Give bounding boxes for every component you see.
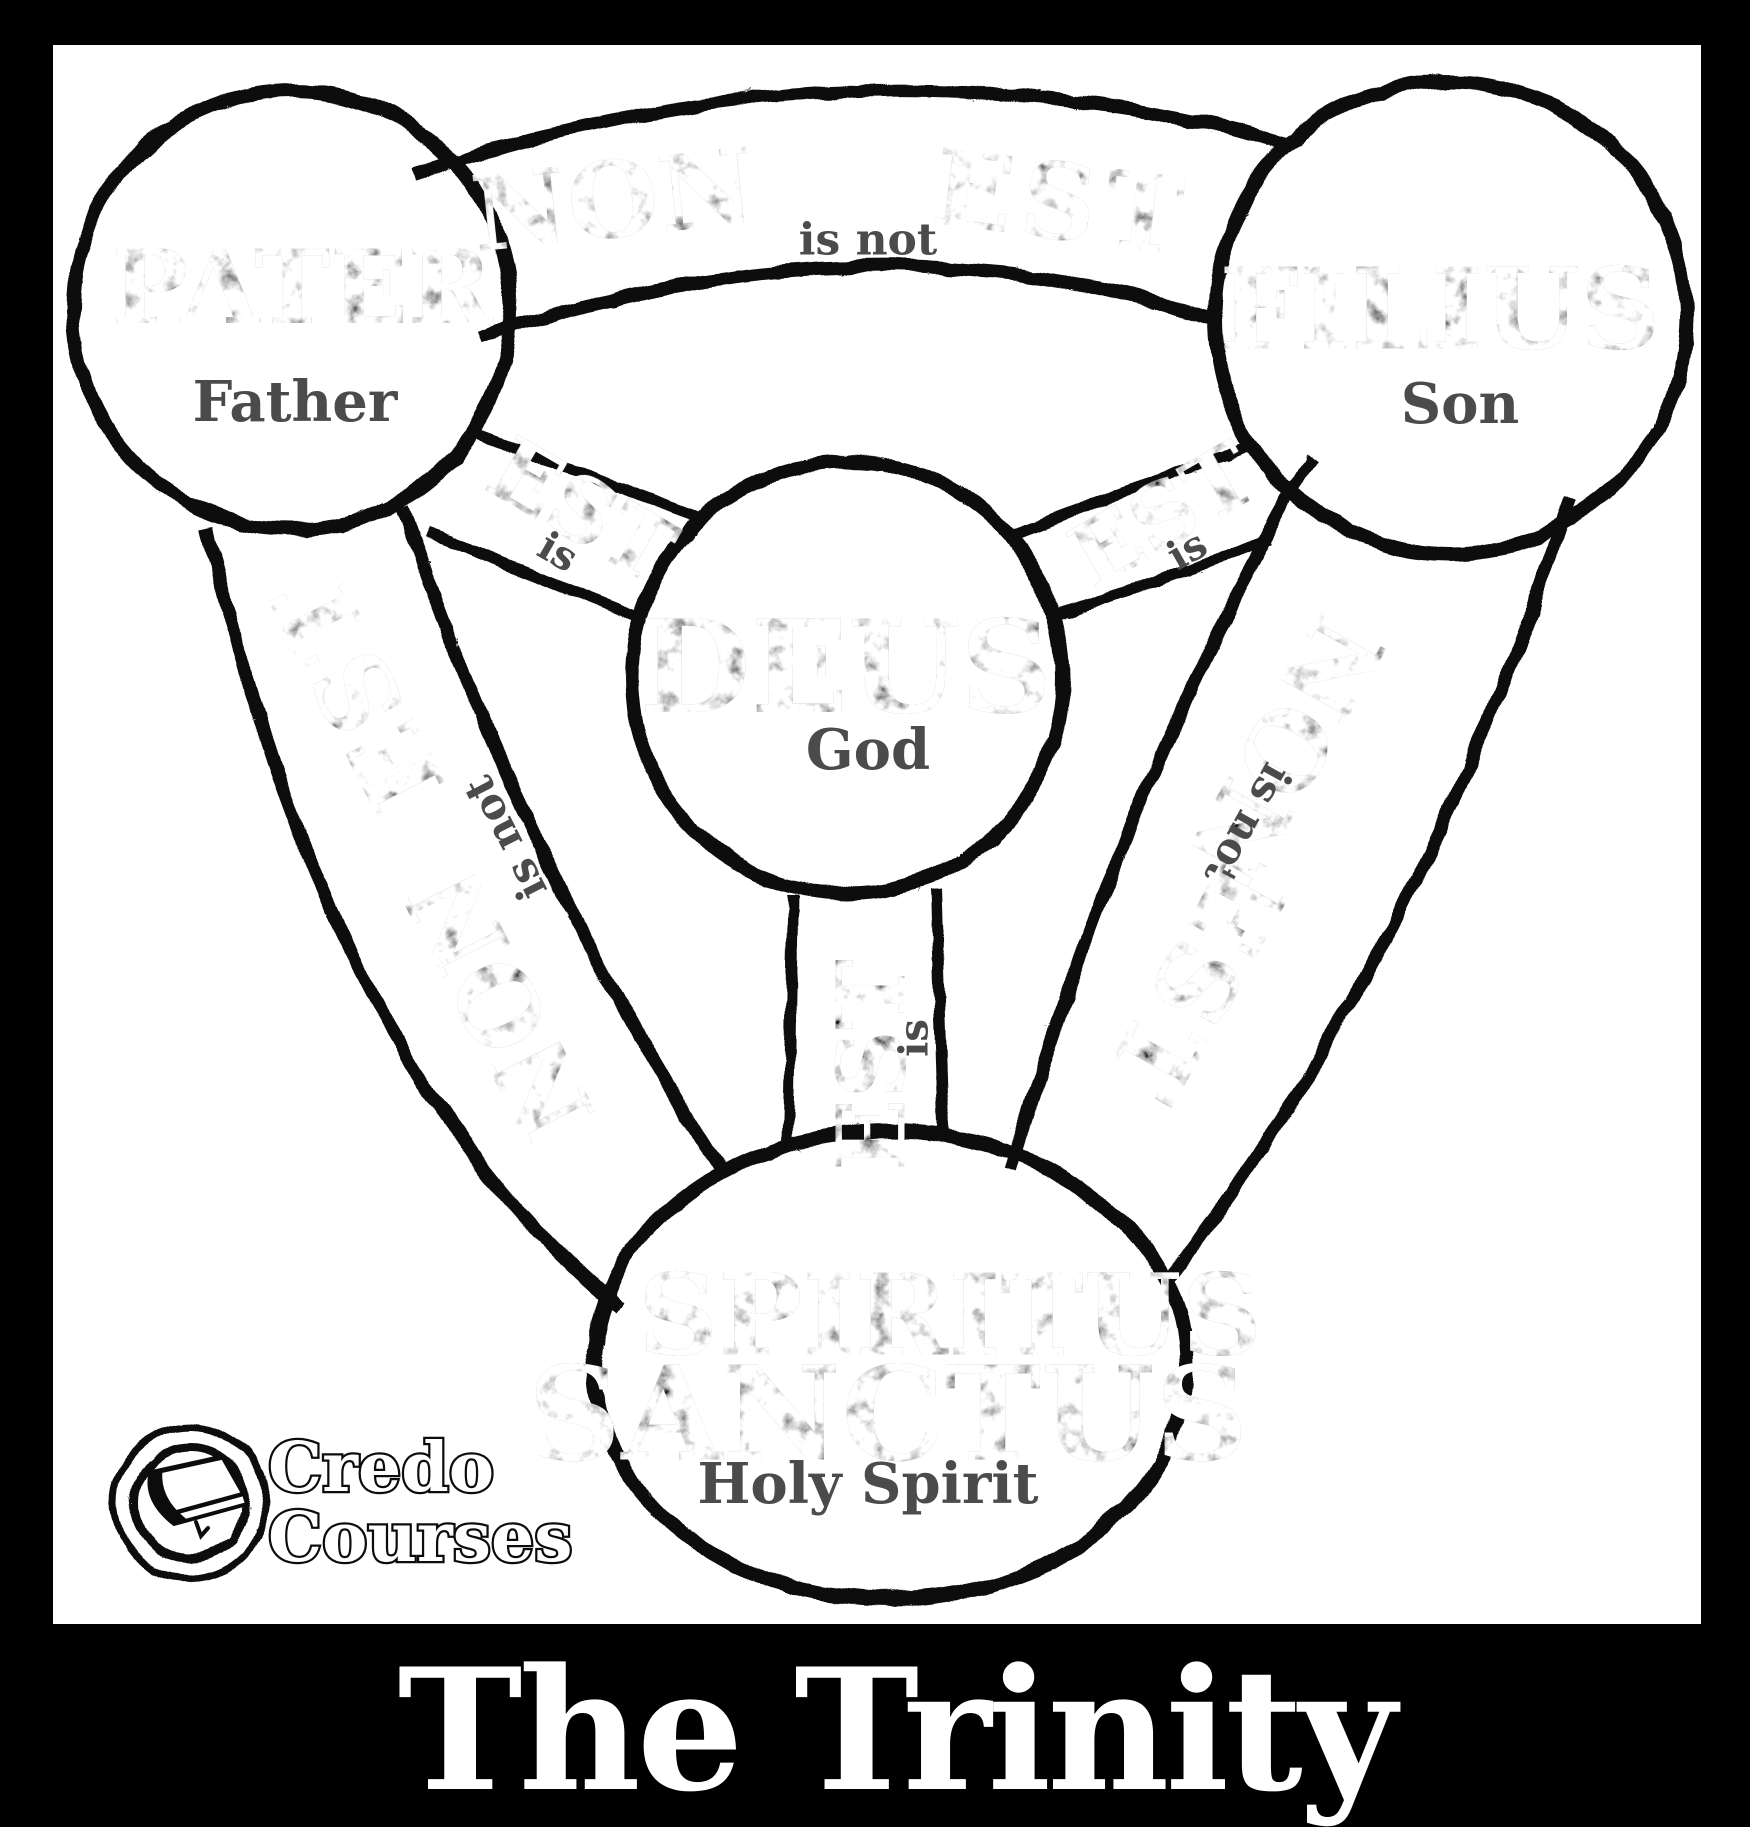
logo-text-line1: Credo — [268, 1428, 494, 1508]
son-english-label: Son — [1401, 371, 1520, 437]
father-latin-label: PATER — [111, 228, 493, 348]
father-spirit-band-outer-edge — [198, 523, 622, 1311]
spirit-latin-label-line2: SANCTUS — [527, 1338, 1248, 1491]
god-latin-label: DEUS — [640, 593, 1053, 743]
father-son-band-bottom-edge — [474, 258, 1211, 343]
spirit-god-band-left-edge — [780, 892, 797, 1141]
son-god-band-top-edge — [1006, 436, 1252, 539]
father-god-band-bottom-edge — [421, 524, 640, 620]
spirit-god-is-label: is — [891, 1019, 938, 1057]
father-circle — [64, 82, 516, 534]
father-son-non-label: NON — [466, 124, 761, 277]
son-circle — [1205, 72, 1691, 558]
seal-outer-ring — [108, 1420, 268, 1580]
book-icon — [147, 1454, 249, 1540]
holy-spirit-circle — [585, 1122, 1191, 1604]
page-title: The Trinity — [398, 1631, 1401, 1827]
spirit-latin-label-line1: SPIRITUS — [638, 1251, 1263, 1382]
son-god-band-bottom-edge — [1055, 532, 1270, 618]
god-english-label: God — [806, 717, 930, 783]
paper-background — [53, 45, 1701, 1624]
father-son-isnot-label: is not — [799, 215, 938, 266]
spirit-god-band-right-edge — [927, 887, 947, 1139]
diagram-linework — [64, 72, 1691, 1604]
father-english-label: Father — [193, 369, 399, 435]
logo-text-line2: Courses — [268, 1498, 573, 1578]
spirit-english-label: Holy Spirit — [697, 1451, 1038, 1517]
father-god-band-top-edge — [467, 424, 704, 522]
spirit-god-est-label: EST — [817, 959, 928, 1171]
credo-courses-logo: Credo Courses — [108, 1420, 575, 1580]
father-spirit-band-inner-edge — [393, 502, 726, 1174]
son-latin-label: FILIUS — [1219, 245, 1661, 376]
son-spirit-band-outer-edge — [1159, 495, 1575, 1282]
god-circle — [622, 452, 1068, 898]
father-son-band-top-edge — [410, 82, 1289, 179]
